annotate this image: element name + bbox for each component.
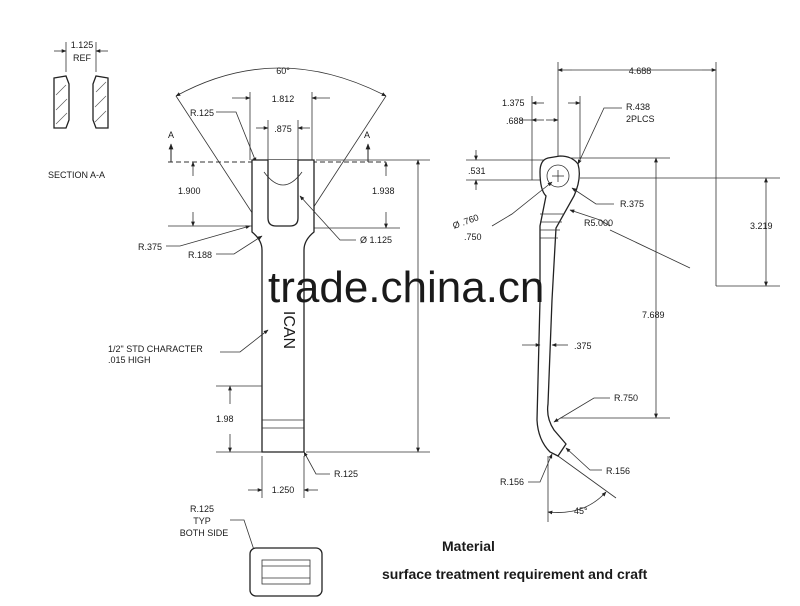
- diameter-1125: Ø 1.125: [360, 235, 392, 245]
- dim-375: .375: [574, 341, 592, 351]
- section-a-a-view: 1.125 REF SECTION A-A: [48, 40, 109, 180]
- radius-r156-right: R.156: [606, 466, 630, 476]
- surface-treatment-heading: surface treatment requirement and craft: [382, 566, 648, 582]
- bottom-view: R.125 TYP BOTH SIDE: [180, 504, 323, 597]
- front-view: 60° 1.812 .875 R.125 A A 1.900 1.938: [108, 66, 430, 498]
- dim-1900: 1.900: [178, 186, 201, 196]
- material-heading: Material: [442, 538, 495, 554]
- radius-r125-top: R.125: [190, 108, 214, 118]
- dim-875: .875: [274, 124, 292, 134]
- char-note-line1: 1/2" STD CHARACTER: [108, 344, 203, 354]
- typ-label: TYP: [193, 516, 211, 526]
- dim-1938: 1.938: [372, 186, 395, 196]
- dim-531: .531: [468, 166, 486, 176]
- radius-r375-side: R.375: [620, 199, 644, 209]
- radius-r5000: R5.000: [584, 218, 613, 228]
- dim-1250: 1.250: [272, 485, 295, 495]
- radius-r438-note: 2PLCS: [626, 114, 655, 124]
- radius-r750: R.750: [614, 393, 638, 403]
- diameter-760: Ø .760: [451, 212, 480, 231]
- char-note-line2: .015 HIGH: [108, 355, 151, 365]
- radius-r438: R.438: [626, 102, 650, 112]
- watermark-text: trade.china.cn: [268, 263, 544, 312]
- angle-60-label: 60°: [276, 66, 290, 76]
- radius-r375-front: R.375: [138, 242, 162, 252]
- radius-r125-bottomview: R.125: [190, 504, 214, 514]
- dim-1812: 1.812: [272, 94, 295, 104]
- dim-3219: 3.219: [750, 221, 773, 231]
- section-label: SECTION A-A: [48, 170, 105, 180]
- section-ref-label: REF: [73, 53, 92, 63]
- angle-45-label: 45°: [574, 506, 588, 516]
- radius-r188: R.188: [188, 250, 212, 260]
- dim-198: 1.98: [216, 414, 234, 424]
- engraved-characters: ICAN: [280, 311, 297, 349]
- side-part-outline: [536, 155, 580, 457]
- dim-688: .688: [506, 116, 524, 126]
- both-side-label: BOTH SIDE: [180, 528, 229, 538]
- dim-1375: 1.375: [502, 98, 525, 108]
- cut-a-left: A: [168, 130, 174, 140]
- radius-r156-left: R.156: [500, 477, 524, 487]
- cut-a-right: A: [364, 130, 370, 140]
- radius-r125-bottom: R.125: [334, 469, 358, 479]
- section-width-dim: 1.125: [71, 40, 94, 50]
- diameter-750: .750: [464, 232, 482, 242]
- dim-4688: 4.688: [629, 66, 652, 76]
- dim-7689: 7.689: [642, 310, 665, 320]
